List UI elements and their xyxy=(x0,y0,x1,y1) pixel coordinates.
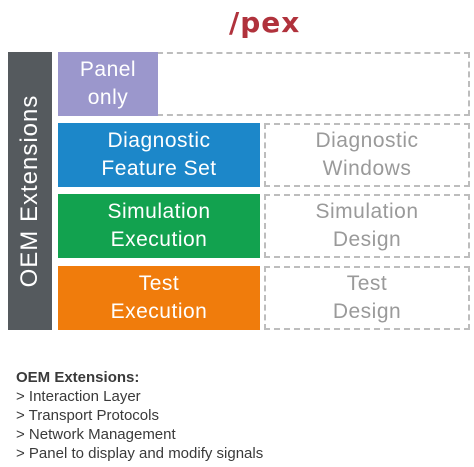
panel-only-line2: only xyxy=(87,86,129,109)
diagnostic-feature-set-block: Diagnostic Feature Set xyxy=(58,123,260,187)
simulation-execution-block: Simulation Execution xyxy=(58,194,260,258)
diagnostic-windows-line1: Diagnostic xyxy=(315,129,419,152)
pex-logo: /pex xyxy=(229,6,301,39)
panel-only-block: Panel only xyxy=(58,52,158,116)
test-execution-block: Test Execution xyxy=(58,266,260,330)
test-design-block: Test Design xyxy=(264,266,470,330)
oem-extensions-legend: OEM Extensions: > Interaction Layer > Tr… xyxy=(16,368,263,463)
test-execution-line2: Execution xyxy=(110,300,208,323)
panel-only-line1: Panel xyxy=(79,58,137,81)
test-design-line1: Test xyxy=(346,272,388,295)
legend-item: > Interaction Layer xyxy=(16,388,141,405)
oem-extensions-sidebar: OEM Extensions xyxy=(8,52,52,330)
diagnostic-windows-block: Diagnostic Windows xyxy=(264,123,470,187)
sidebar-label: OEM Extensions xyxy=(16,94,43,288)
simulation-design-line1: Simulation xyxy=(315,200,419,223)
simulation-design-line2: Design xyxy=(332,228,402,251)
simulation-execution-line2: Execution xyxy=(110,228,208,251)
diagnostic-windows-line2: Windows xyxy=(322,157,412,180)
simulation-design-block: Simulation Design xyxy=(264,194,470,258)
simulation-execution-line1: Simulation xyxy=(107,200,211,223)
legend-item: > Transport Protocols xyxy=(16,407,159,424)
legend-item: > Panel to display and modify signals xyxy=(16,445,264,462)
legend-item: > Network Management xyxy=(16,426,176,443)
legend-title: OEM Extensions: xyxy=(16,369,140,386)
diagnostic-feature-set-line2: Feature Set xyxy=(101,157,217,180)
test-design-line2: Design xyxy=(332,300,402,323)
diagnostic-feature-set-line1: Diagnostic xyxy=(107,129,211,152)
test-execution-line1: Test xyxy=(138,272,180,295)
